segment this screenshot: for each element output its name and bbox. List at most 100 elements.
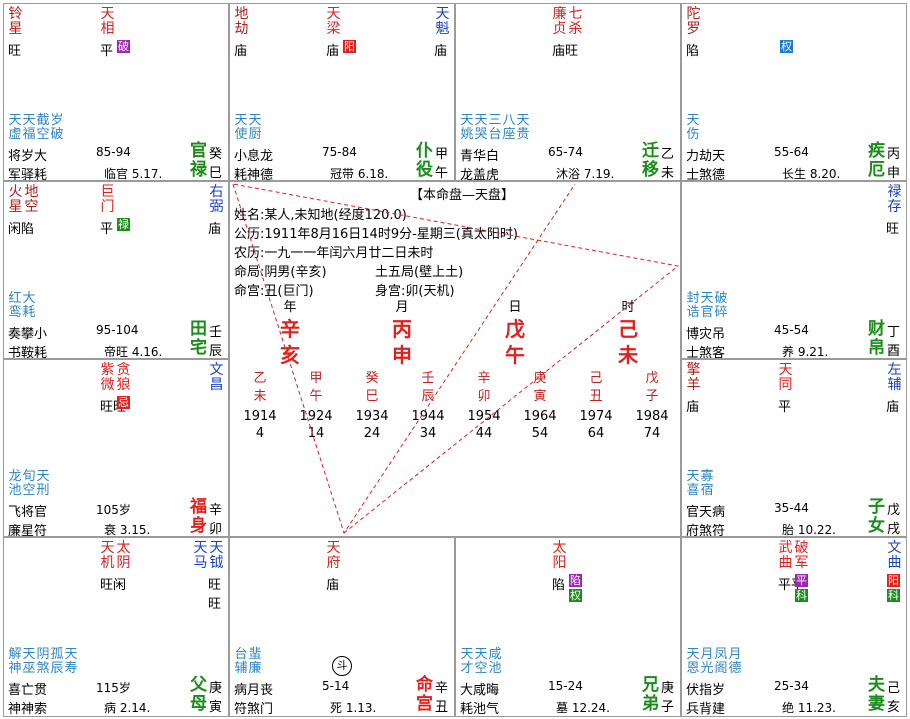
info-solar-date: 公历:1911年8月16日14时9分-星期三(真太阳时) [234,227,518,242]
star-main[interactable]: 贪狼 [116,362,131,393]
minor-star[interactable]: 天使 [234,113,248,142]
star-main[interactable]: 太阴 [116,540,131,571]
minor-star[interactable]: 大耗 [22,291,36,320]
star-left[interactable]: 地空 [24,184,39,215]
minor-star[interactable]: 天虚 [8,113,22,142]
star-main[interactable]: 武曲 [778,540,793,571]
palace-name[interactable]: 官禄 [190,141,207,180]
star-aux[interactable]: 天马 [193,540,208,571]
brightness-main: 平 [100,44,114,59]
sihua-badges: 陷权 [569,574,582,602]
minor-star[interactable]: 月光 [700,647,714,676]
palace-name[interactable]: 福身 [190,497,207,536]
star-main[interactable]: 天同 [778,362,793,393]
minor-star[interactable]: 天贵 [516,113,530,142]
minor-star[interactable]: 天空 [474,647,488,676]
minor-star[interactable]: 破碎 [714,291,728,320]
minor-star[interactable]: 孤辰 [50,647,64,676]
palace-name[interactable]: 子女 [868,497,885,536]
star-main[interactable]: 紫微 [100,362,115,393]
minor-star[interactable]: 岁破 [50,113,64,142]
minor-star[interactable]: 天姚 [460,113,474,142]
star-aux[interactable]: 文曲 [887,540,902,571]
minor-star[interactable]: 天刑 [36,469,50,498]
star-left[interactable]: 铃星 [8,6,23,37]
minor-star[interactable]: 天福 [22,113,36,142]
minor-star[interactable]: 台辅 [234,647,248,676]
star-main[interactable]: 七杀 [568,6,583,37]
minor-star[interactable]: 阴煞 [36,647,50,676]
minor-star[interactable]: 天厨 [248,113,262,142]
minor-star[interactable]: 凤阁 [714,647,728,676]
brightness-aux: 庙 [434,44,448,59]
palace-name[interactable]: 命宫 [416,675,433,714]
minor-star[interactable]: 天寿 [64,647,78,676]
brightness-main: 陷 [552,578,566,593]
star-left[interactable]: 火星 [8,184,23,215]
minor-star[interactable]: 蜚廉 [248,647,262,676]
info-body-palace: 身宫:卯(天机) [375,284,455,299]
minor-star[interactable]: 八座 [502,113,516,142]
star-aux[interactable]: 左辅 [887,362,902,393]
changsheng-phase: 临官 5.17. [104,167,163,181]
star-main[interactable]: 天机 [100,540,115,571]
star-aux[interactable]: 文昌 [209,362,224,393]
minor-star[interactable]: 龙池 [8,469,22,498]
minor-star[interactable]: 天巫 [22,647,36,676]
palace-name[interactable]: 迁移 [642,141,659,180]
star-aux[interactable]: 天魁 [435,6,450,37]
minor-star[interactable]: 天官 [700,291,714,320]
palace-name[interactable]: 田宅 [190,319,207,358]
minor-star[interactable]: 三台 [488,113,502,142]
star-aux[interactable]: 禄存 [887,184,902,215]
star-left[interactable]: 地劫 [234,6,249,37]
palace-name[interactable]: 兄弟 [642,675,659,714]
minor-star[interactable]: 天才 [460,647,474,676]
palace-name[interactable]: 财帛 [868,319,885,358]
palace-name[interactable]: 疾厄 [868,141,885,180]
star-left[interactable]: 陀罗 [686,6,701,37]
minor-star[interactable]: 截空 [36,113,50,142]
star-main[interactable]: 天梁 [326,6,341,37]
palace-name[interactable]: 父母 [190,675,207,714]
minor-star[interactable]: 咸池 [488,647,502,676]
palace-name[interactable]: 仆役 [416,141,433,180]
star-main[interactable]: 廉贞 [552,6,567,37]
star-aux[interactable]: 天钺 [209,540,224,571]
star-main[interactable]: 天相 [100,6,115,37]
minor-star[interactable]: 天伤 [686,113,700,142]
palace-ganzhi: 丙申 [887,147,901,181]
minor-star[interactable]: 红鸾 [8,291,22,320]
info-name: 姓名:某人,未知地(经度120.0) [234,208,407,223]
minor-star[interactable]: 寡宿 [700,469,714,498]
minor-star[interactable]: 天喜 [686,469,700,498]
star-left[interactable]: 擎羊 [686,362,701,393]
star-aux[interactable]: 右弼 [209,184,224,215]
god-row-2: 神神索 [8,702,48,717]
minor-star[interactable]: 旬空 [22,469,36,498]
palace-name[interactable]: 夫妻 [868,675,885,714]
star-main[interactable]: 巨门 [100,184,115,215]
minor-star[interactable]: 天哭 [474,113,488,142]
minor-star[interactable]: 解神 [8,647,22,676]
star-main[interactable]: 破军 [794,540,809,571]
minor-star[interactable]: 封诰 [686,291,700,320]
minor-star[interactable]: 天恩 [686,647,700,676]
star-main[interactable]: 太阳 [552,540,567,571]
star-main[interactable]: 天府 [326,540,341,571]
minor-star[interactable]: 月德 [728,647,742,676]
